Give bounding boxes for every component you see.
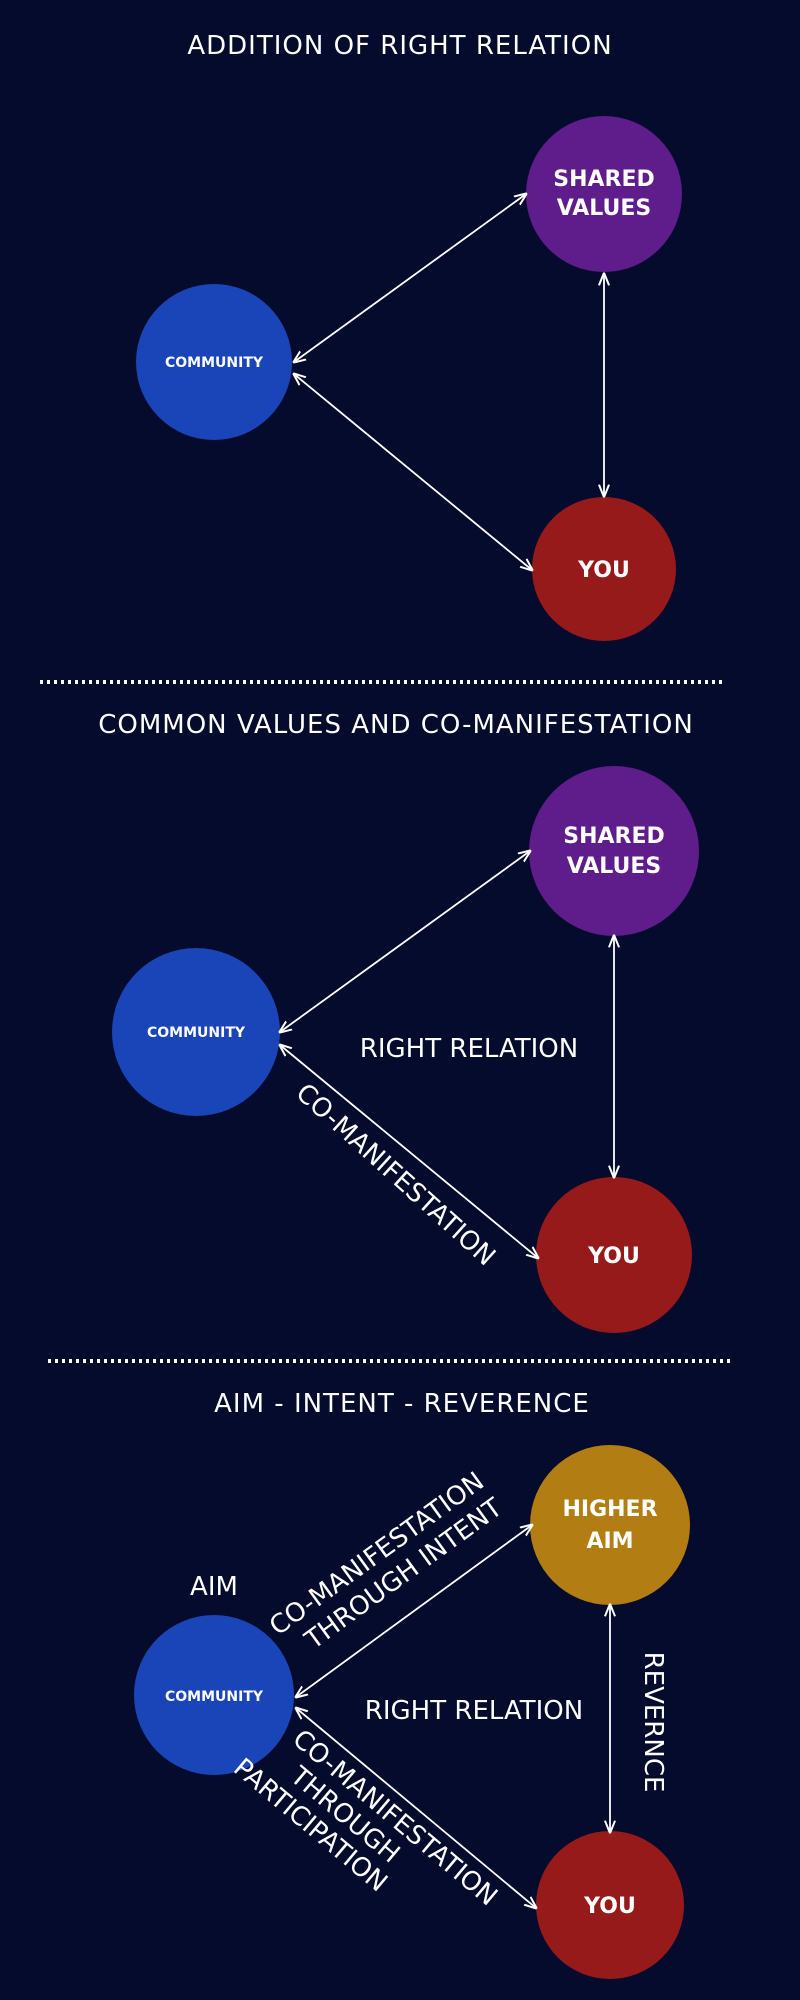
you-label: YOU [577,558,630,583]
co-manifestation-label: CO-MANIFESTATION [290,1078,501,1272]
shared-values-label-line2: VALUES [567,854,662,879]
you-node [532,497,676,641]
section-3-title: AIM - INTENT - REVERENCE [214,1389,590,1419]
higher-aim-label-line1: HIGHER [562,1497,657,1522]
shared-values-node [529,766,699,936]
you-label: YOU [587,1244,640,1269]
community-label: COMMUNITY [165,1689,264,1705]
section-2-title: COMMON VALUES AND CO-MANIFESTATION [98,710,694,740]
you-label: YOU [583,1894,636,1919]
section-3: AIM - INTENT - REVERENCE AIM COMMUNITY H… [134,1389,690,1979]
arrow-community-you [294,374,532,570]
community-node [112,948,280,1116]
co-manifestation-through-intent-label: CO-MANIFESTATION THROUGH INTENT [264,1467,508,1657]
community-label: COMMUNITY [147,1025,246,1041]
shared-values-node [526,116,682,272]
right-relation-label: RIGHT RELATION [365,1696,583,1726]
you-node [536,1177,692,1333]
shared-values-label-line2: VALUES [557,196,652,221]
section-1-title: ADDITION OF RIGHT RELATION [187,31,612,61]
right-relation-label: RIGHT RELATION [360,1034,578,1064]
arrow-community-higher-aim [296,1525,532,1697]
arrow-community-you [280,1045,538,1258]
aim-label: AIM [190,1572,238,1602]
arrow-community-you [296,1708,536,1908]
reverence-label: REVERNCE [638,1652,668,1793]
arrow-community-shared-values [280,851,530,1032]
shared-values-label-line1: SHARED [563,824,665,849]
shared-values-label-line1: SHARED [553,167,655,192]
community-label: COMMUNITY [165,355,264,371]
higher-aim-node [530,1445,690,1605]
section-2: COMMON VALUES AND CO-MANIFESTATION COMMU… [98,710,699,1333]
arrow-community-shared-values [294,194,526,362]
section-1: ADDITION OF RIGHT RELATION COMMUNITY SHA… [136,31,682,641]
higher-aim-label-line2: AIM [586,1529,633,1554]
community-node [134,1615,294,1775]
you-node [536,1831,684,1979]
community-node [136,284,292,440]
